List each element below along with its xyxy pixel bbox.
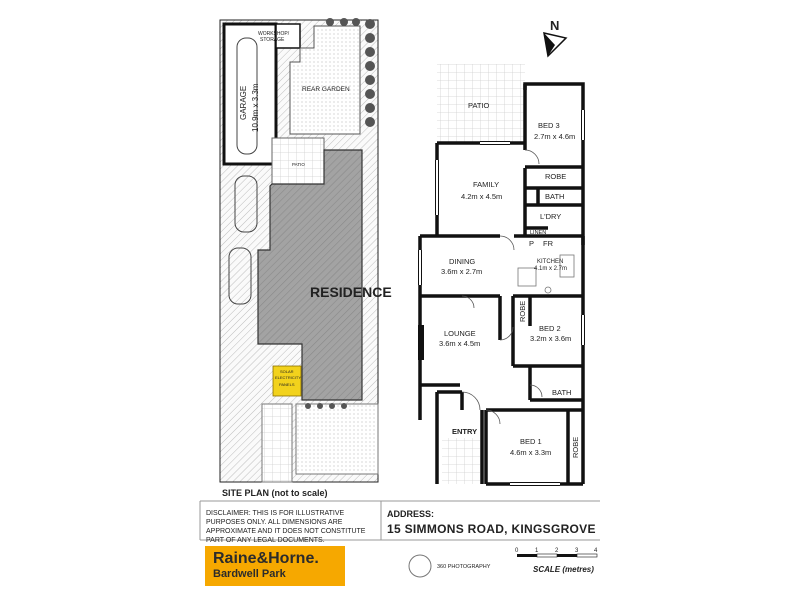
solar-panels [272,365,302,397]
scale-tick: 1 [535,548,539,554]
agency-branch: Bardwell Park [213,568,286,580]
room-labels: PATIO BED 3 2.7m x 4.6m ROBE BATH FAMILY… [439,101,580,458]
kitchen-fixtures [517,254,575,294]
scale-tick: 2 [555,548,559,554]
workshop-label: WORKSHOP/ [258,31,290,37]
scale-tick: 4 [594,548,598,554]
lounge-dims: 3.6m x 4.5m [439,339,480,348]
robe-right-label: ROBE [571,437,580,458]
family-name: FAMILY [473,180,499,189]
fireplace [418,325,424,360]
site-patio-label: PATIO [292,162,305,167]
car-icon [234,175,258,233]
bath-top-label: BATH [545,192,564,201]
linen-label: LINEN [530,230,546,236]
p-label: P [529,239,534,248]
car-icon [236,37,258,155]
tree-row [305,18,375,409]
solar-label: SOLAR [280,369,294,374]
site-plan-caption: SITE PLAN (not to scale) [222,488,328,498]
windows [418,110,585,486]
floor-plan: N [418,18,585,486]
car-icons [228,37,258,305]
family-dims: 4.2m x 4.5m [461,192,502,201]
scale-bar: 0 1 2 3 4 [515,548,598,558]
fr-label: FR [543,239,554,248]
rear-garden-label: REAR GARDEN [302,86,350,93]
front-yard [295,403,379,475]
residence-footprint [257,149,363,401]
site-plan: RESIDENCE GARAGE 10.9m x 3.3m WORKSHOP/ … [219,18,392,483]
kitchen-name: KITCHEN [537,259,563,265]
panels-label: PANELS [279,382,295,387]
bed3-name: BED 3 [538,121,560,130]
front-path [261,403,293,483]
footer-frames: 360 PHOTOGRAPHY 0 1 2 3 4 [199,500,600,578]
patio-area [437,64,525,144]
entry-tiles [442,438,480,484]
ldry-label: L'DRY [540,212,561,221]
bed2-name: BED 2 [539,324,561,333]
entry-label: ENTRY [452,427,477,436]
scale-label: SCALE (metres) [533,565,594,574]
disclaimer-text: DISCLAIMER: THIS IS FOR ILLUSTRATIVE PUR… [206,510,366,544]
robe-top-label: ROBE [545,172,566,181]
address-value: 15 SIMMONS ROAD, KINGSGROVE [387,522,596,536]
bed2-dims: 3.2m x 3.6m [530,334,571,343]
bed3-dims: 2.7m x 4.6m [534,132,575,141]
walls [418,82,585,486]
photographer-label: 360 PHOTOGRAPHY [437,564,491,570]
north-label: N [550,18,559,33]
lounge-name: LOUNGE [444,329,476,338]
scale-tick: 0 [515,548,519,554]
electricity-label: ELECTRICITY [275,375,301,380]
north-arrow-fill-icon [544,33,555,56]
agency-logo: Raine&Horne. Bardwell Park [205,546,345,586]
agency-name: Raine&Horne. [213,550,319,567]
address-label: ADDRESS: [387,509,435,519]
door-swings [461,149,543,425]
bath-mid-label: BATH [552,388,571,397]
scale-tick: 3 [575,548,579,554]
rear-garden [289,25,361,135]
site-patio [271,137,325,185]
bed1-name: BED 1 [520,437,542,446]
dining-dims: 3.6m x 2.7m [441,267,482,276]
storage-label: STORAGE [260,37,285,43]
residence-label: RESIDENCE [310,284,392,300]
garage [222,22,278,166]
kitchen-dims: 4.1m x 2.7m [534,266,567,272]
dining-name: DINING [449,257,475,266]
car-icon [228,247,252,305]
garage-dims: 10.9m x 3.3m [251,83,260,132]
patio-label: PATIO [468,101,490,110]
robe-left-label: ROBE [518,301,527,322]
photographer-logo-icon [408,554,432,578]
bed1-dims: 4.6m x 3.3m [510,448,551,457]
garage-label: GARAGE [239,86,248,120]
